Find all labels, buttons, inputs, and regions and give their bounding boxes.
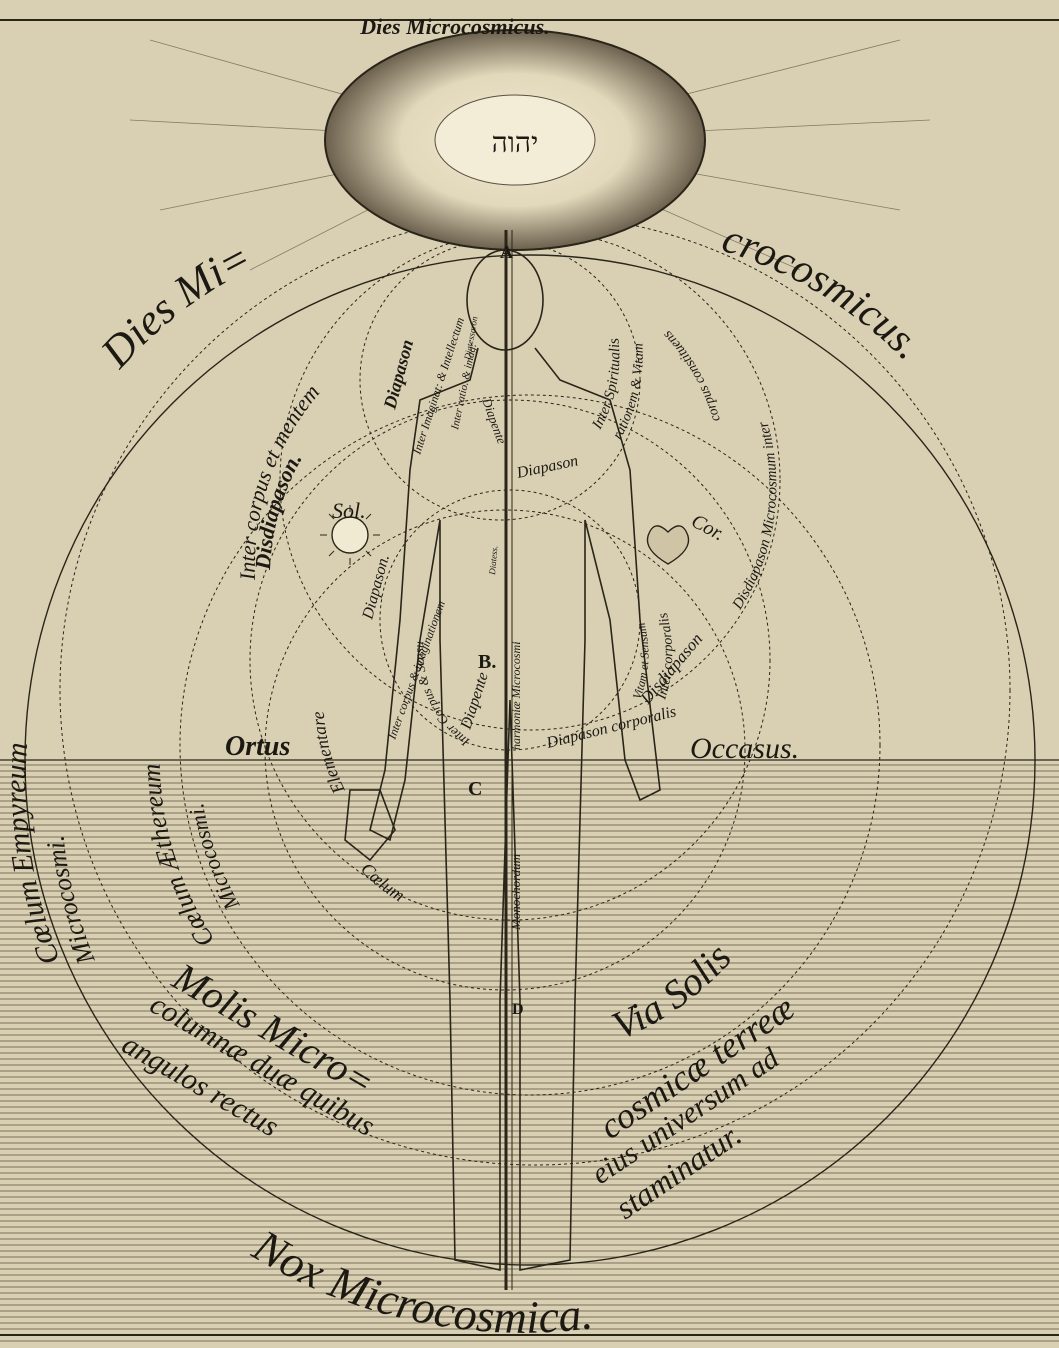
aethereal-circle bbox=[179, 394, 881, 1096]
occasus-label: Occasus. bbox=[690, 732, 799, 765]
night-hatching bbox=[0, 760, 1059, 1343]
letter-d: D bbox=[512, 1001, 524, 1018]
upper-diapason-circle bbox=[359, 239, 641, 521]
dies-right-label: crocosmicus. bbox=[717, 216, 931, 369]
monochord-label: Monochordum bbox=[508, 854, 523, 931]
tetragram: יהוה bbox=[492, 128, 539, 159]
harmony-label: harmoniæ Microcosmi bbox=[509, 641, 523, 750]
diapason-mid: Diapason bbox=[514, 452, 579, 482]
inter-spiritualis: Inter Spiritualis bbox=[589, 337, 623, 433]
sun-symbol bbox=[320, 505, 380, 565]
dies-left-label: Dies Mi= bbox=[91, 232, 259, 377]
letter-b: B. bbox=[478, 651, 496, 673]
diapason-corporalis: Diapason corporalis bbox=[544, 703, 678, 752]
cor-label: Cor. bbox=[688, 510, 728, 545]
diapente-lower: Diapente bbox=[457, 670, 492, 732]
sol-label: Sol. bbox=[332, 498, 366, 523]
letter-a: A bbox=[500, 242, 513, 262]
ortus-label: Ortus bbox=[225, 731, 290, 762]
diatess-label: Diatess. bbox=[487, 545, 500, 576]
diapason-left: Diapason. bbox=[359, 553, 393, 622]
corpus-constituens: corpus constituens bbox=[660, 327, 724, 423]
disdiapason-microcosmum: Disdiapason Microcosmum inter bbox=[729, 419, 780, 613]
empyrean-dotted-circle bbox=[59, 214, 1011, 1166]
letter-c: C bbox=[468, 778, 482, 800]
disdiapason-circle bbox=[249, 399, 771, 921]
title-banner: Dies Microcosmicus. bbox=[359, 14, 549, 39]
diapason-upper: Diapason bbox=[379, 337, 417, 412]
divine-cloud bbox=[324, 29, 706, 251]
upper-disdiapason-circle bbox=[279, 229, 781, 731]
heart-symbol bbox=[646, 525, 690, 565]
